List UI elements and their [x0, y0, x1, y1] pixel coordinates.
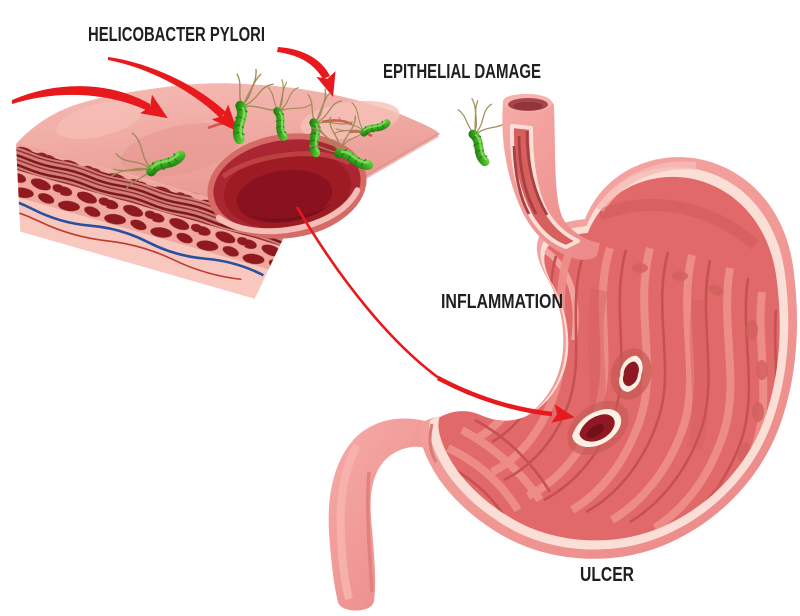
esophagus — [502, 94, 600, 260]
infection-arrow-left — [12, 86, 168, 119]
infection-arrows — [12, 47, 336, 132]
label-ulcer: ULCER — [580, 564, 634, 586]
label-epithelial-damage: EPITHELIAL DAMAGE — [383, 61, 541, 83]
label-inflammation: INFLAMMATION — [441, 291, 563, 313]
label-helicobacter-pylori: HELICOBACTER PYLORI — [88, 24, 265, 46]
esophagus-opening — [504, 94, 552, 112]
fundus-highlight — [596, 161, 697, 213]
inflammation-pathway-arrow — [295, 206, 575, 423]
mucosal-crater — [207, 133, 367, 239]
ulcer-large — [567, 400, 629, 456]
pylorus-fold — [428, 423, 438, 463]
epithelium-side-face — [0, 223, 108, 585]
infection-arrow-middle — [108, 57, 238, 132]
duodenum — [328, 418, 430, 611]
infection-arrow-right — [277, 47, 336, 97]
tissue-cross-section — [0, 83, 440, 585]
stomach — [328, 94, 797, 611]
ulcer-small — [610, 348, 652, 400]
labels: HELICOBACTER PYLORI EPITHELIAL DAMAGE IN… — [88, 24, 634, 586]
